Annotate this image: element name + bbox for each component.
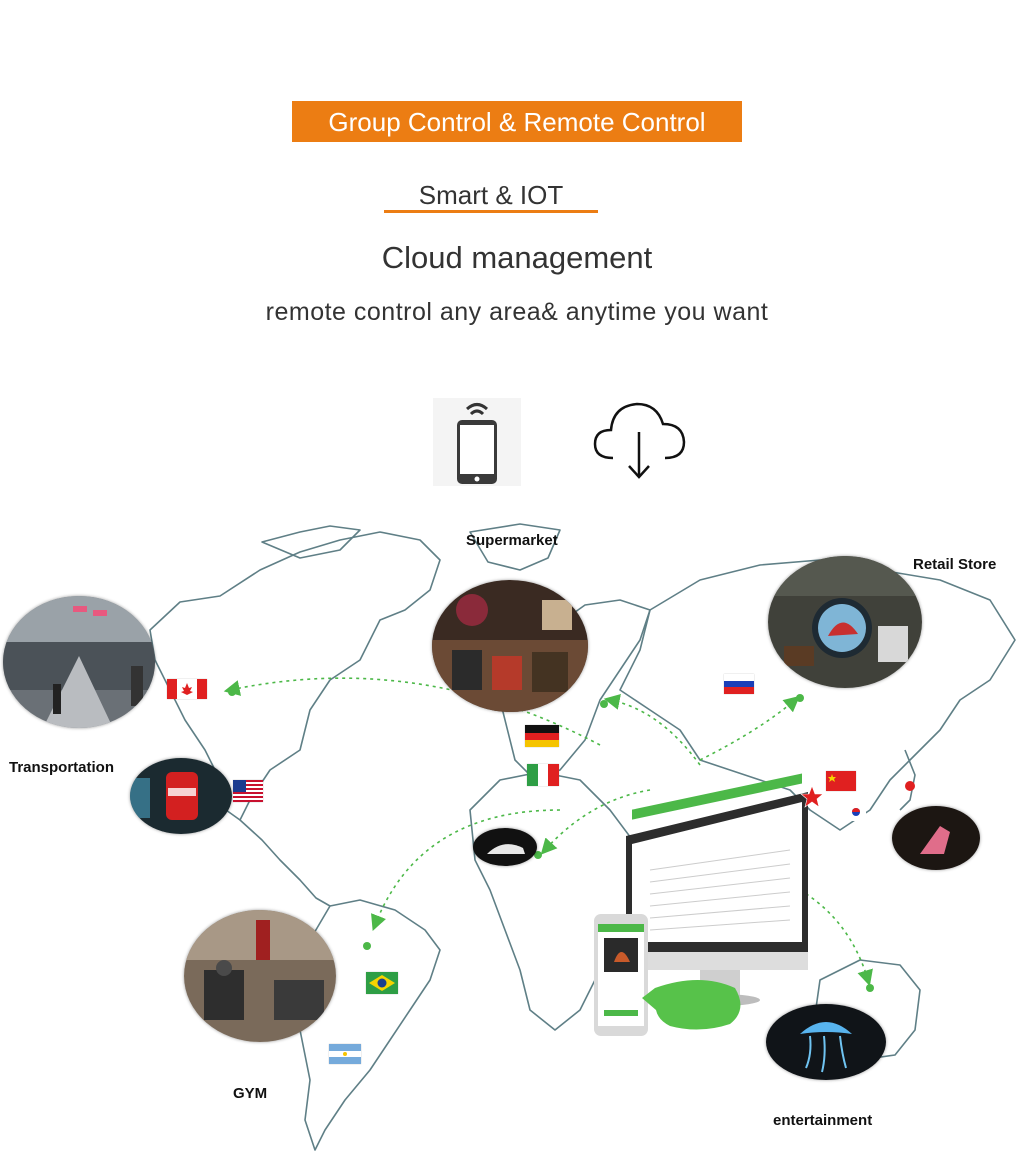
supermarket-photo [432, 580, 588, 712]
canada-flag-icon [167, 679, 207, 699]
phone-app [594, 914, 648, 1036]
usa-flag-icon [233, 780, 263, 802]
cloud-download-icon [591, 398, 687, 482]
germany-flag-icon [525, 725, 559, 747]
russia-flag-icon [724, 674, 754, 694]
label-transportation: Transportation [9, 759, 115, 776]
smartphone-wifi-icon [433, 398, 521, 486]
china-flag-icon [826, 771, 856, 791]
subtitle: Smart & IOT [418, 180, 564, 210]
monitor-dashboard [626, 773, 808, 1006]
label-supermarket: Supermarket [466, 532, 558, 549]
coca-cola-hologram-photo [130, 758, 232, 834]
world-map [149, 523, 1016, 1151]
retail-store-photo [768, 556, 922, 688]
korea-flag-icon [846, 803, 866, 821]
label-entertainment: entertainment [773, 1112, 873, 1129]
label-gym: GYM [233, 1085, 268, 1102]
label-retail-store: Retail Store [913, 556, 997, 573]
italy-flag-icon [527, 764, 559, 786]
tagline: remote control any area& anytime you wan… [265, 298, 769, 326]
title-banner: Group Control & Remote Control [292, 101, 742, 142]
headline: Cloud management [381, 240, 653, 275]
jellyfish-hologram-photo [766, 1004, 886, 1080]
gym-photo [184, 910, 336, 1042]
shoe-hologram-photo [473, 828, 537, 866]
brazil-flag-icon [366, 972, 398, 994]
subtitle-underline [384, 210, 598, 213]
heel-hologram-photo [892, 806, 980, 870]
argentina-flag-icon [329, 1044, 361, 1064]
transportation-photo [3, 596, 155, 728]
